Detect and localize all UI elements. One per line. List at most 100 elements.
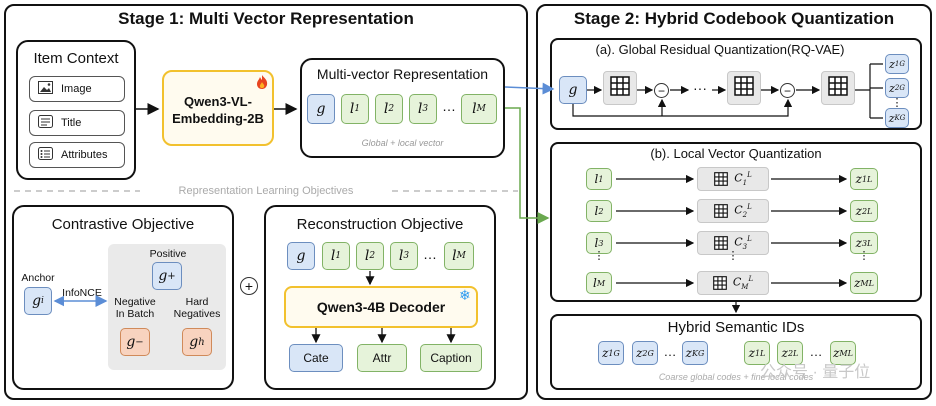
hard-negatives-label: Hard Negatives <box>173 296 221 320</box>
global-ellipsis: ··· <box>693 80 707 96</box>
attribute-list-icon <box>38 147 53 163</box>
stage2-container <box>536 4 932 400</box>
stage1-container <box>4 4 528 400</box>
recon-ellipsis: … <box>423 246 437 262</box>
negative-in-batch-token: g− <box>120 328 150 356</box>
image-chip: Image <box>29 76 125 102</box>
contrastive-title: Contrastive Objective <box>51 216 195 233</box>
mvr-title: Multi-vector Representation <box>316 66 489 82</box>
reconstruction-title: Reconstruction Objective <box>296 216 464 233</box>
arrow-local-to-vq <box>505 107 550 224</box>
local-in-vdots: ⋮ <box>593 250 605 262</box>
codebook-3 <box>821 71 855 105</box>
minus-node-1: − <box>654 83 669 98</box>
local-codebook-CM: CML <box>697 271 769 295</box>
grid-icon <box>610 75 630 101</box>
mvr-token-g: g <box>307 94 335 124</box>
local-codebook-C3: C3L <box>697 231 769 255</box>
image-label: Image <box>61 83 92 95</box>
encoder-name-line1: Qwen3-VL- <box>184 94 252 109</box>
local-codebook-vdots: ⋮ <box>727 250 739 262</box>
grid-icon <box>713 276 727 290</box>
image-icon <box>38 81 53 97</box>
local-out-vdots: ⋮ <box>858 250 870 262</box>
positive-token: g+ <box>152 262 182 290</box>
hybrid-caption: Coarse global codes + fine local codes <box>658 372 814 382</box>
objectives-divider-label: Representation Learning Objectives <box>178 185 354 197</box>
decoder-box: Qwen3-4B Decoder <box>284 286 478 328</box>
negative-in-batch-label: Negative In Batch <box>114 296 156 320</box>
plus-circle: + <box>240 277 258 295</box>
encoder-box <box>162 70 274 146</box>
text-list-icon <box>38 115 53 131</box>
mvr-ellipsis: … <box>442 98 456 114</box>
global-input-token: g <box>559 76 587 104</box>
local-codebook-C1: C1L <box>697 167 769 191</box>
arrow-global-to-rq <box>504 82 555 95</box>
output-cate: Cate <box>289 344 343 372</box>
output-attr: Attr <box>357 344 407 372</box>
grid-icon <box>714 172 729 186</box>
output-caption: Caption <box>420 344 482 372</box>
codebook-1 <box>603 71 637 105</box>
minus-node-2: − <box>780 83 795 98</box>
title-chip: Title <box>29 110 125 136</box>
anchor-label: Anchor <box>21 272 55 284</box>
plus-sign: + <box>244 278 254 294</box>
recon-token-g: g <box>287 242 315 270</box>
codebook-2 <box>727 71 761 105</box>
watermark: 公众号 · 量子位 <box>760 364 871 381</box>
attributes-label: Attributes <box>61 149 108 161</box>
grid-icon <box>714 236 729 250</box>
snowflake-icon: ❄ <box>459 287 471 303</box>
fire-icon <box>255 74 269 95</box>
attributes-chip: Attributes <box>29 142 125 168</box>
title-label: Title <box>61 117 82 129</box>
hybrid-ellipsis-1: … <box>663 344 677 359</box>
item-context-title: Item Context <box>33 50 119 67</box>
mvr-caption: Global + local vector <box>361 138 444 148</box>
stage1-title: Stage 1: Multi Vector Representation <box>118 9 414 28</box>
grid-icon <box>734 75 754 101</box>
grid-icon <box>714 204 729 218</box>
rq-residual-bottom <box>572 98 793 117</box>
positive-label: Positive <box>149 248 187 260</box>
global-rq-title: (a). Global Residual Quantization(RQ-VAE… <box>595 42 845 57</box>
hybrid-ellipsis-2: … <box>809 344 823 359</box>
stage2-title: Stage 2: Hybrid Codebook Quantization <box>573 9 895 28</box>
grid-icon <box>828 75 848 101</box>
hybrid-ids-title: Hybrid Semantic IDs <box>667 319 805 336</box>
encoder-name: Qwen3-VL- Embedding-2B <box>162 93 274 127</box>
local-codebook-C2: C2L <box>697 199 769 223</box>
global-code-vdots: ⋮ <box>891 97 903 109</box>
local-vq-title: (b). Local Vector Quantization <box>650 146 822 161</box>
decoder-name: Qwen3-4B Decoder <box>316 299 446 315</box>
